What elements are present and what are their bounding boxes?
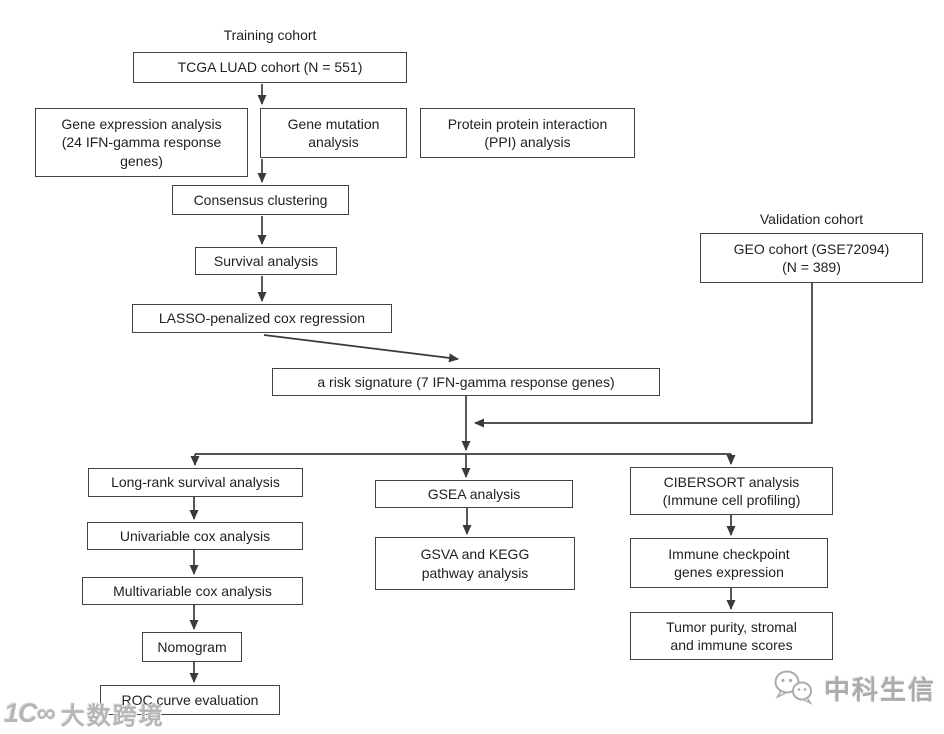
- node-gene-mutation-analysis: Gene mutation analysis: [260, 108, 407, 158]
- arrow-lasso-to-risk: [263, 334, 459, 363]
- node-univariable-cox-analysis: Univariable cox analysis: [87, 522, 303, 550]
- arrow-geo-to-junction: [474, 283, 813, 428]
- watermark-left: 1C∞ 大数跨境: [4, 696, 165, 731]
- wechat-bubbles-icon: [772, 668, 816, 708]
- node-longrank-survival-analysis: Long-rank survival analysis: [88, 468, 303, 497]
- node-multivariable-cox-analysis: Multivariable cox analysis: [82, 577, 303, 605]
- node-nomogram: Nomogram: [142, 632, 242, 662]
- training-cohort-label: Training cohort: [223, 27, 317, 43]
- node-cibersort-analysis: CIBERSORT analysis (Immune cell profilin…: [630, 467, 833, 515]
- node-geo-cohort: GEO cohort (GSE72094) (N = 389): [700, 233, 923, 283]
- node-consensus-clustering: Consensus clustering: [172, 185, 349, 215]
- watermark-left-text: 大数跨境: [60, 703, 165, 730]
- node-gsea-analysis: GSEA analysis: [375, 480, 573, 508]
- watermark-right-text: 中科生信: [824, 674, 937, 705]
- dashu-logo-icon: 1C∞: [4, 698, 56, 728]
- node-survival-analysis: Survival analysis: [195, 247, 337, 275]
- node-risk-signature: a risk signature (7 IFN-gamma response g…: [272, 368, 660, 396]
- node-roc-curve-evaluation: ROC curve evaluation: [100, 685, 280, 715]
- node-gsva-kegg-analysis: GSVA and KEGG pathway analysis: [375, 537, 575, 590]
- node-immune-checkpoint-expression: Immune checkpoint genes expression: [630, 538, 828, 588]
- node-tcga-luad-cohort: TCGA LUAD cohort (N = 551): [133, 52, 407, 83]
- node-gene-expression-analysis: Gene expression analysis (24 IFN-gamma r…: [35, 108, 248, 177]
- node-tumor-purity-scores: Tumor purity, stromal and immune scores: [630, 612, 833, 660]
- node-lasso-cox-regression: LASSO-penalized cox regression: [132, 304, 392, 333]
- node-ppi-analysis: Protein protein interaction (PPI) analys…: [420, 108, 635, 158]
- watermark-right: 中科生信: [772, 668, 936, 708]
- validation-cohort-label: Validation cohort: [759, 211, 864, 227]
